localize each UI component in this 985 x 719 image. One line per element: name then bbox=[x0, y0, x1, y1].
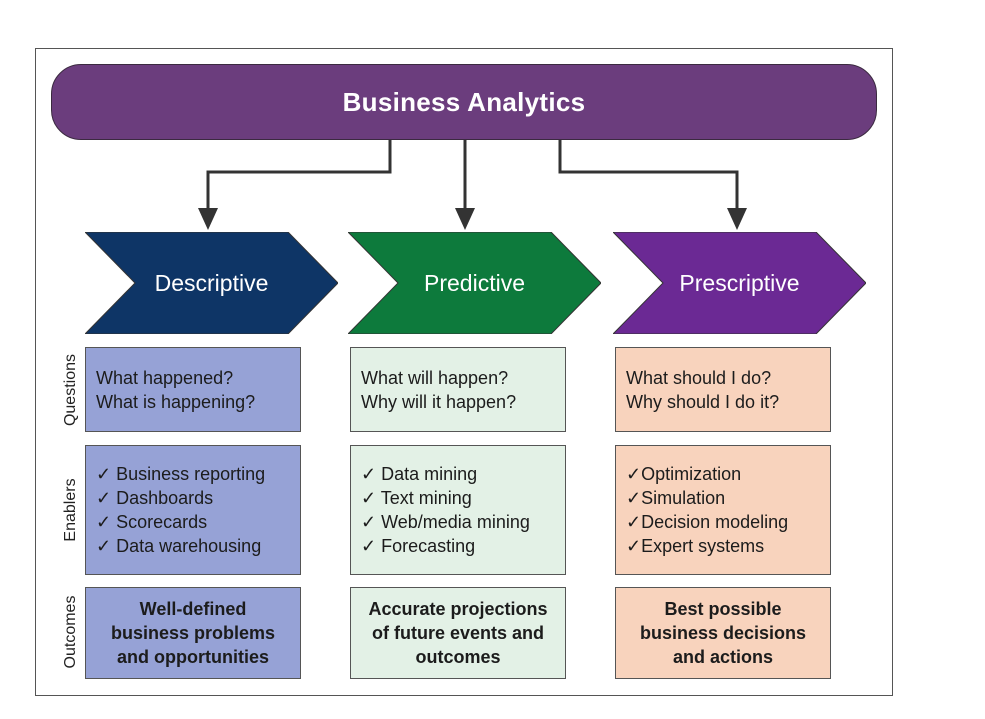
check-icon: ✓ bbox=[96, 536, 112, 556]
outcome-line: and opportunities bbox=[117, 647, 269, 667]
check-icon: ✓ bbox=[361, 536, 377, 556]
arrowhead-predictive bbox=[455, 208, 475, 230]
check-icon: ✓ bbox=[361, 512, 377, 532]
question-line: What is happening? bbox=[96, 392, 256, 412]
check-icon: ✓ bbox=[626, 464, 642, 484]
questions-box-predictive: What will happen? Why will it happen? bbox=[350, 347, 566, 432]
outcome-box-descriptive: Well-defined business problems and oppor… bbox=[85, 587, 301, 679]
arrowhead-descriptive bbox=[198, 208, 218, 230]
check-icon: ✓ bbox=[96, 464, 112, 484]
enabler-item: ✓ Web/media mining bbox=[361, 512, 530, 532]
enabler-item: ✓ Business reporting bbox=[96, 464, 266, 484]
check-icon: ✓ bbox=[96, 488, 112, 508]
outcome-line: business decisions bbox=[639, 623, 807, 643]
outcome-box-predictive: Accurate projections of future events an… bbox=[350, 587, 566, 679]
check-icon: ✓ bbox=[361, 464, 377, 484]
question-line: What should I do? bbox=[626, 368, 772, 388]
chevron-label-prescriptive: Prescriptive bbox=[679, 269, 800, 296]
question-line: Why will it happen? bbox=[361, 392, 517, 412]
check-icon: ✓ bbox=[361, 488, 377, 508]
chevron-predictive: Predictive bbox=[348, 232, 601, 334]
check-icon: ✓ bbox=[626, 536, 642, 556]
enabler-item: ✓Expert systems bbox=[626, 536, 765, 556]
question-line: What will happen? bbox=[361, 368, 509, 388]
enabler-item: ✓ Forecasting bbox=[361, 536, 476, 556]
questions-box-descriptive: What happened? What is happening? bbox=[85, 347, 301, 432]
outcome-box-prescriptive: Best possible business decisions and act… bbox=[615, 587, 831, 679]
questions-box-prescriptive: What should I do? Why should I do it? bbox=[615, 347, 831, 432]
outcome-line: of future events and bbox=[371, 623, 545, 643]
check-icon: ✓ bbox=[96, 512, 112, 532]
outcome-line: business problems bbox=[110, 623, 276, 643]
outcome-line: Accurate projections bbox=[368, 599, 548, 619]
question-line: Why should I do it? bbox=[626, 392, 780, 412]
chevron-label-descriptive: Descriptive bbox=[154, 269, 269, 296]
diagram-frame bbox=[35, 48, 893, 696]
enabler-item: ✓ Scorecards bbox=[96, 512, 208, 532]
chevron-label-predictive: Predictive bbox=[424, 269, 525, 296]
enablers-box-descriptive: ✓ Business reporting ✓ Dashboards ✓ Scor… bbox=[85, 445, 301, 575]
check-icon: ✓ bbox=[626, 488, 642, 508]
arrow-to-descriptive bbox=[206, 140, 392, 220]
enabler-item: ✓ Dashboards bbox=[96, 488, 214, 508]
enabler-item: ✓ Text mining bbox=[361, 488, 472, 508]
outcome-line: Well-defined bbox=[139, 599, 247, 619]
business-analytics-banner: Business Analytics bbox=[51, 64, 877, 140]
enablers-box-predictive: ✓ Data mining ✓ Text mining ✓ Web/media … bbox=[350, 445, 566, 575]
chevron-prescriptive: Prescriptive bbox=[613, 232, 866, 334]
outcome-line: and actions bbox=[672, 647, 774, 667]
row-label-enablers: Enablers bbox=[62, 478, 79, 542]
enablers-box-prescriptive: ✓Optimization ✓Simulation ✓Decision mode… bbox=[615, 445, 831, 575]
banner-title: Business Analytics bbox=[342, 86, 586, 117]
enabler-item: ✓Optimization bbox=[626, 464, 742, 484]
enabler-item: ✓ Data warehousing bbox=[96, 536, 262, 556]
chevron-descriptive: Descriptive bbox=[85, 232, 338, 334]
arrowhead-prescriptive bbox=[727, 208, 747, 230]
enabler-item: ✓Decision modeling bbox=[626, 512, 789, 532]
question-line: What happened? bbox=[96, 368, 234, 388]
outcome-line: Best possible bbox=[664, 599, 782, 619]
row-label-questions: Questions bbox=[62, 353, 79, 427]
enabler-item: ✓ Data mining bbox=[361, 464, 478, 484]
enabler-item: ✓Simulation bbox=[626, 488, 726, 508]
outcome-line: outcomes bbox=[415, 647, 501, 667]
row-label-outcomes: Outcomes bbox=[62, 595, 79, 669]
check-icon: ✓ bbox=[626, 512, 642, 532]
arrow-to-prescriptive bbox=[558, 140, 739, 220]
